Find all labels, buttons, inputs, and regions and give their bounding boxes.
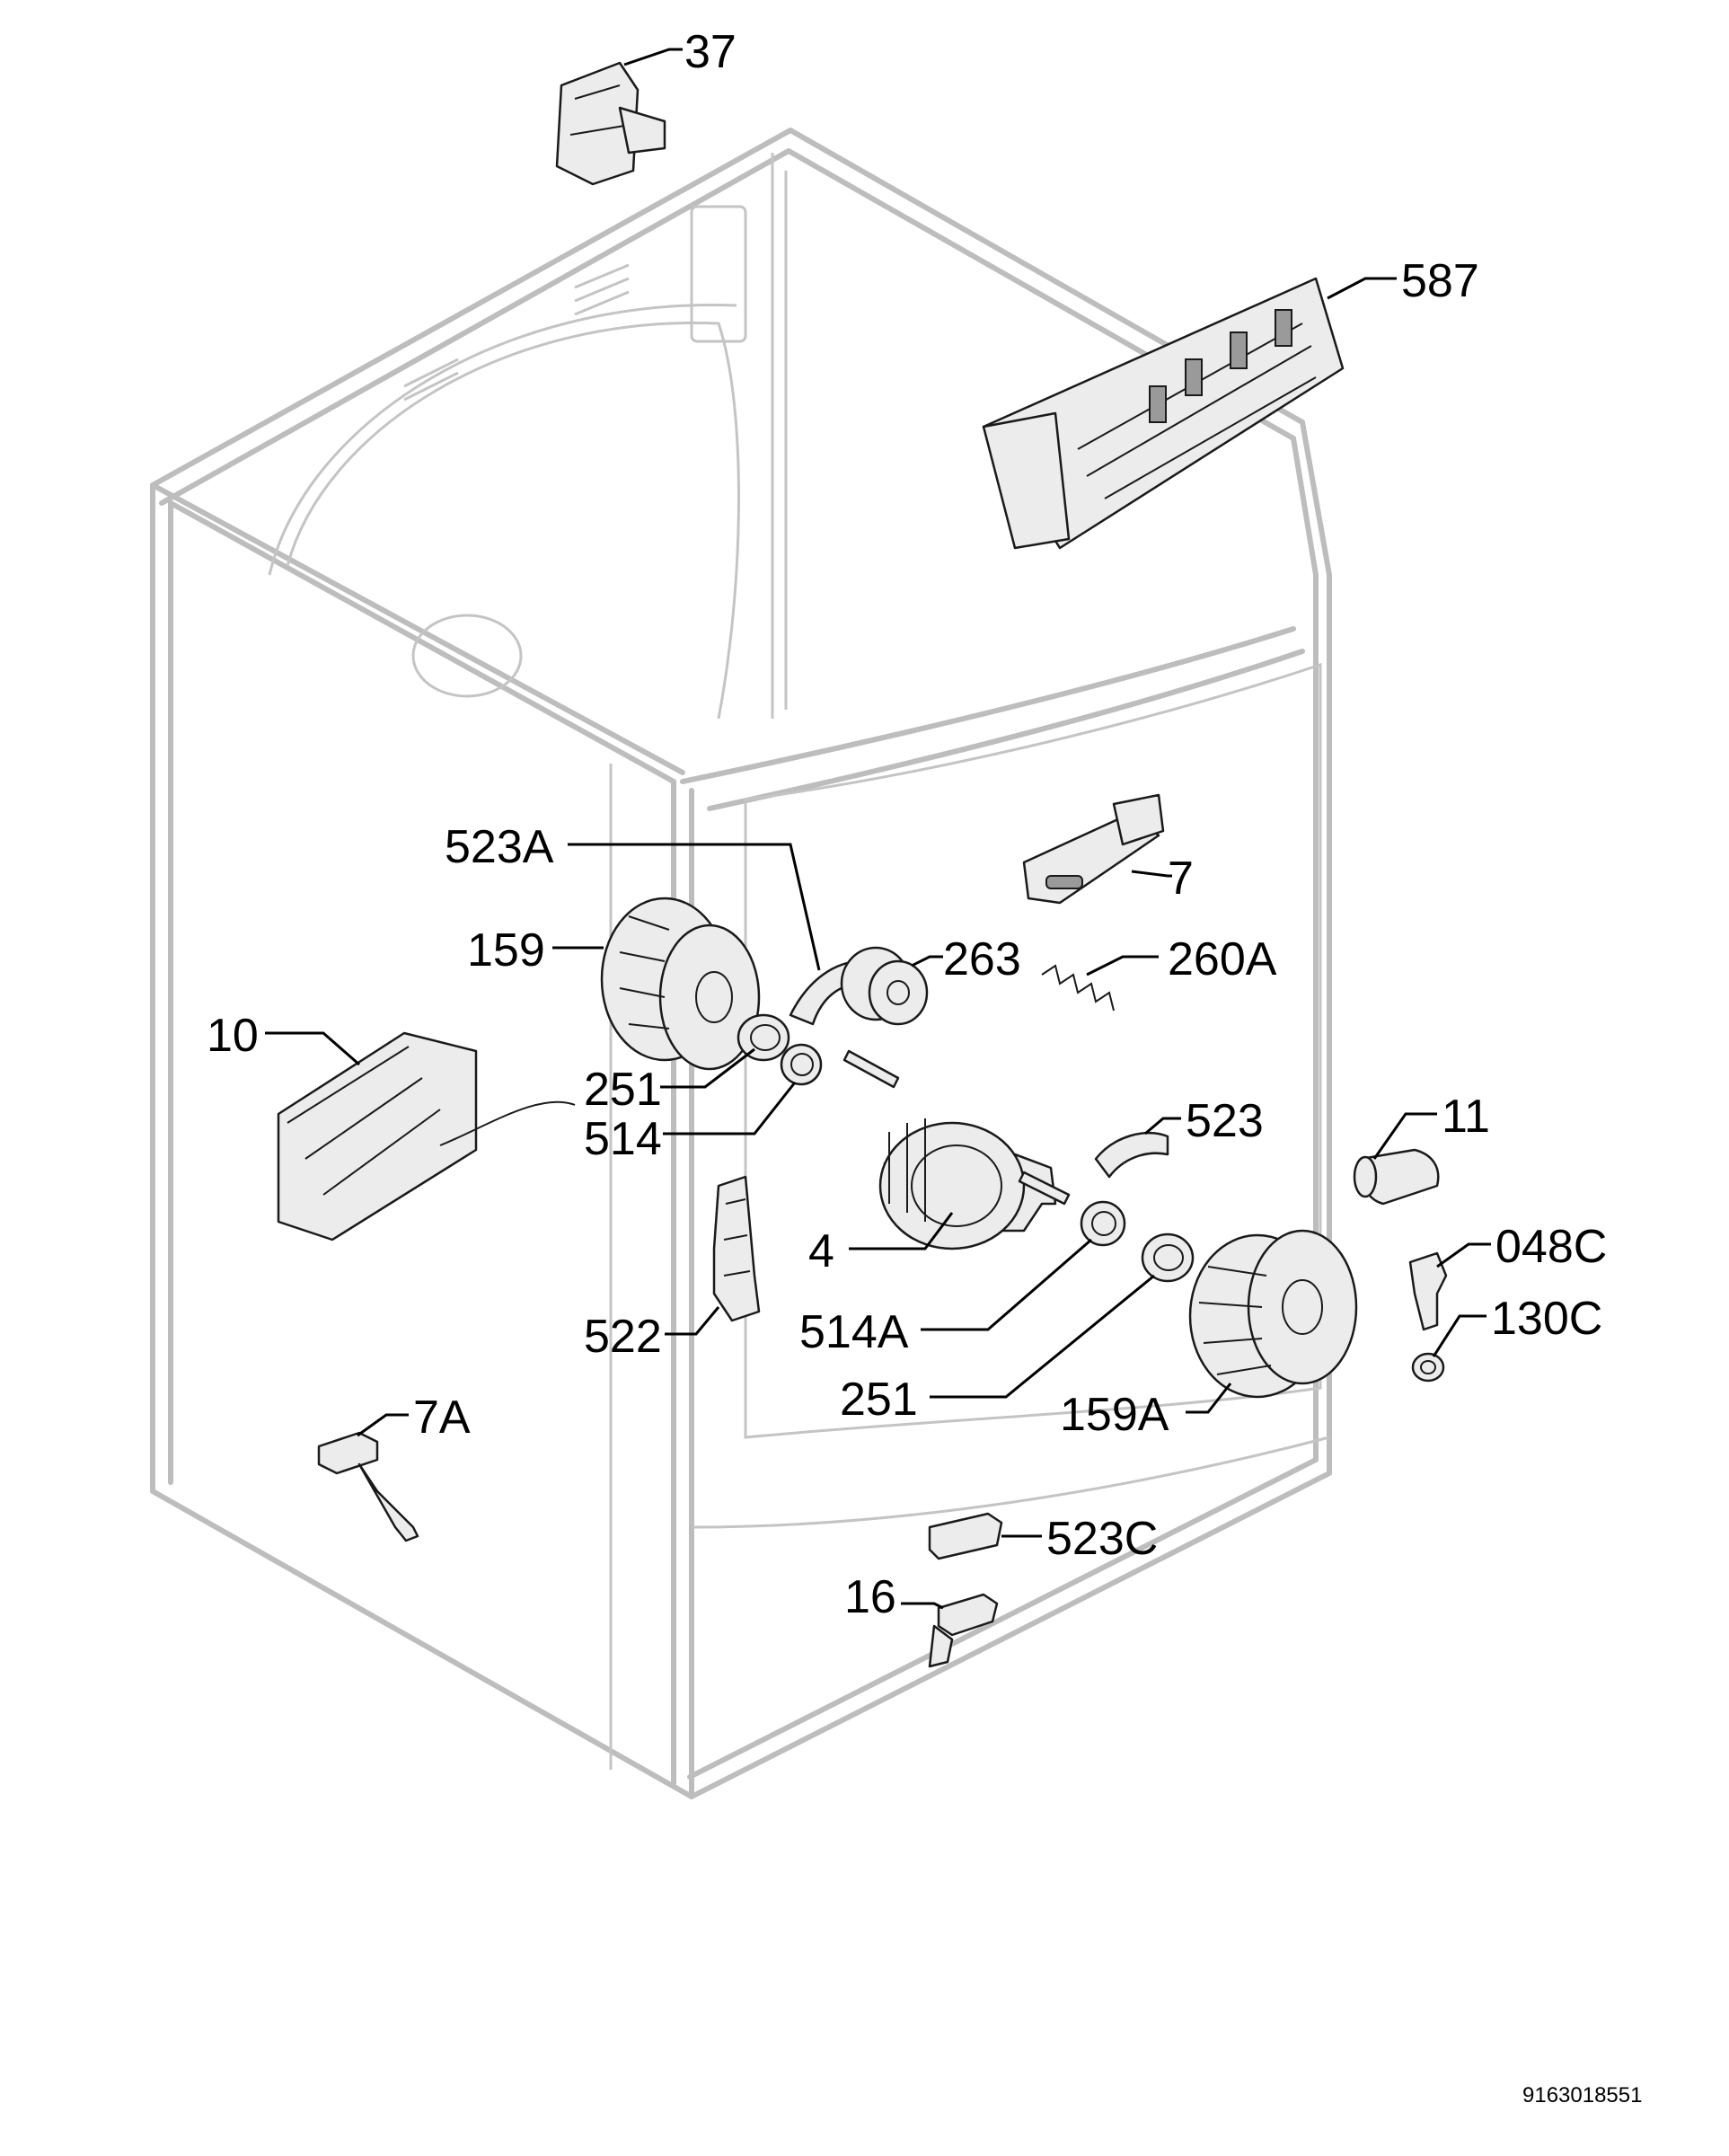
callout-048C: 048C [1495,1221,1607,1273]
part-260A-spring [1041,964,1115,1012]
part-11-capacitor [1353,1148,1440,1206]
callout-4: 4 [808,1225,834,1277]
callout-522: 522 [584,1311,662,1363]
part-159A-fan [1188,1229,1358,1399]
part-16-switch [928,1593,999,1668]
part-514A-seal [1080,1200,1126,1247]
callout-16: 16 [844,1571,896,1623]
part-263-idler-pulley [840,946,929,1026]
part-251-bearing-upper [737,1013,790,1062]
part-587-control-board [982,277,1345,550]
part-048C-holder [1408,1251,1448,1331]
callout-11: 11 [1442,1091,1490,1143]
part-523C-bracket [928,1512,1003,1560]
callout-523C: 523C [1046,1513,1158,1565]
callout-10: 10 [207,1010,259,1062]
callout-260A: 260A [1168,933,1277,985]
drawing-code: 9163018551 [1522,2083,1642,2107]
callout-587: 587 [1401,255,1479,307]
part-523-bracket [1094,1132,1169,1179]
part-130C-nut [1411,1352,1445,1383]
callout-251-lower: 251 [840,1374,918,1426]
callout-523: 523 [1186,1095,1264,1147]
callout-labels: 37 587 523A 7 159 263 260A 10 251 514 52… [207,26,1642,2107]
part-522-holder [712,1175,761,1322]
callout-7A: 7A [413,1392,471,1444]
leader-lines [265,48,1491,1610]
callout-251-upper: 251 [584,1064,662,1116]
callout-514: 514 [584,1113,662,1165]
part-251-bearing-lower [1141,1233,1195,1283]
callout-523A: 523A [445,821,554,873]
callout-7: 7 [1168,853,1194,905]
part-159-pulley [600,897,761,1071]
part-7-switch [1022,793,1165,905]
callout-263: 263 [943,933,1021,985]
callout-514A: 514A [799,1306,909,1358]
part-37-interlock [555,61,666,186]
part-7A-microswitch [317,1431,419,1542]
callout-159: 159 [467,924,545,976]
cabinet-outline [150,128,1332,1799]
callout-130C: 130C [1491,1293,1602,1345]
callout-159A: 159A [1060,1389,1169,1441]
callout-37: 37 [684,26,737,78]
part-514-seal-upper [780,1043,823,1086]
part-10-heater [277,1031,576,1241]
part-4-motor [842,1049,1071,1250]
